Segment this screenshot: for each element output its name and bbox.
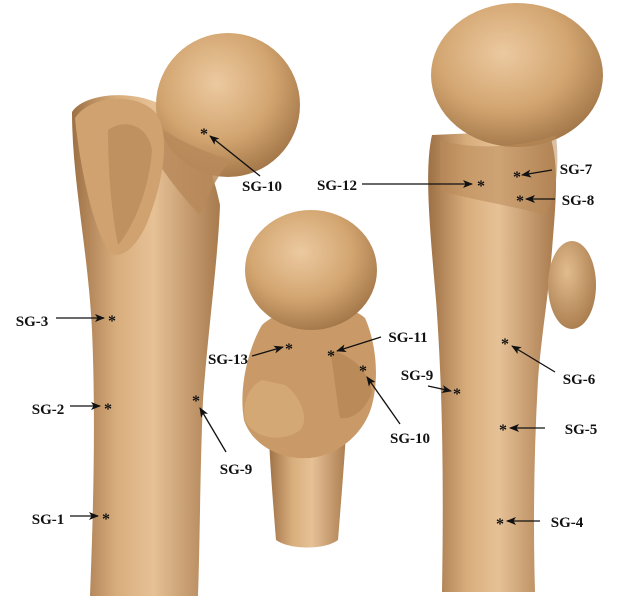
label-sg-4-right: SG-4 [551,515,584,531]
gauge-marker-sg-10-middle: * [359,363,367,380]
label-sg-5-right: SG-5 [565,422,598,438]
label-sg-11-middle: SG-11 [388,330,427,346]
label-sg-10-middle: SG-10 [390,431,430,447]
gauge-marker-sg-5-right: * [499,422,507,439]
gauge-marker-sg-7-right: * [513,169,521,186]
gauge-marker-sg-10-left: * [200,126,208,143]
label-sg-13-middle: SG-13 [208,352,248,368]
arrow-sg-9-left [200,408,226,452]
label-sg-7-right: SG-7 [560,162,593,178]
right-lesser-trochanter [548,241,596,329]
right-femur-view [428,3,603,592]
label-sg-12-right: SG-12 [317,178,357,194]
gauge-marker-sg-9-left: * [192,393,200,410]
gauge-marker-sg-6-right: * [501,336,509,353]
gauge-marker-sg-12-right: * [477,178,485,195]
gauge-marker-sg-3-left: * [108,313,116,330]
label-sg-6-right: SG-6 [563,372,596,388]
label-sg-9-right: SG-9 [401,368,434,384]
label-sg-2-left: SG-2 [32,402,65,418]
middle-femur-head [245,210,377,330]
label-sg-10-left: SG-10 [242,179,282,195]
middle-femur-view [242,210,377,548]
label-sg-9-left: SG-9 [220,462,253,478]
gauge-marker-sg-8-right: * [516,193,524,210]
gauge-marker-sg-1-left: * [102,511,110,528]
gauge-marker-sg-4-right: * [496,516,504,533]
right-femur-head [431,3,603,147]
label-sg-8-right: SG-8 [562,193,595,209]
gauge-marker-sg-9-right: * [453,386,461,403]
gauge-marker-sg-11-middle: * [327,348,335,365]
label-sg-1-left: SG-1 [32,512,65,528]
gauge-marker-sg-2-left: * [104,401,112,418]
gauge-marker-sg-13-middle: * [285,341,293,358]
label-sg-3-left: SG-3 [16,314,49,330]
